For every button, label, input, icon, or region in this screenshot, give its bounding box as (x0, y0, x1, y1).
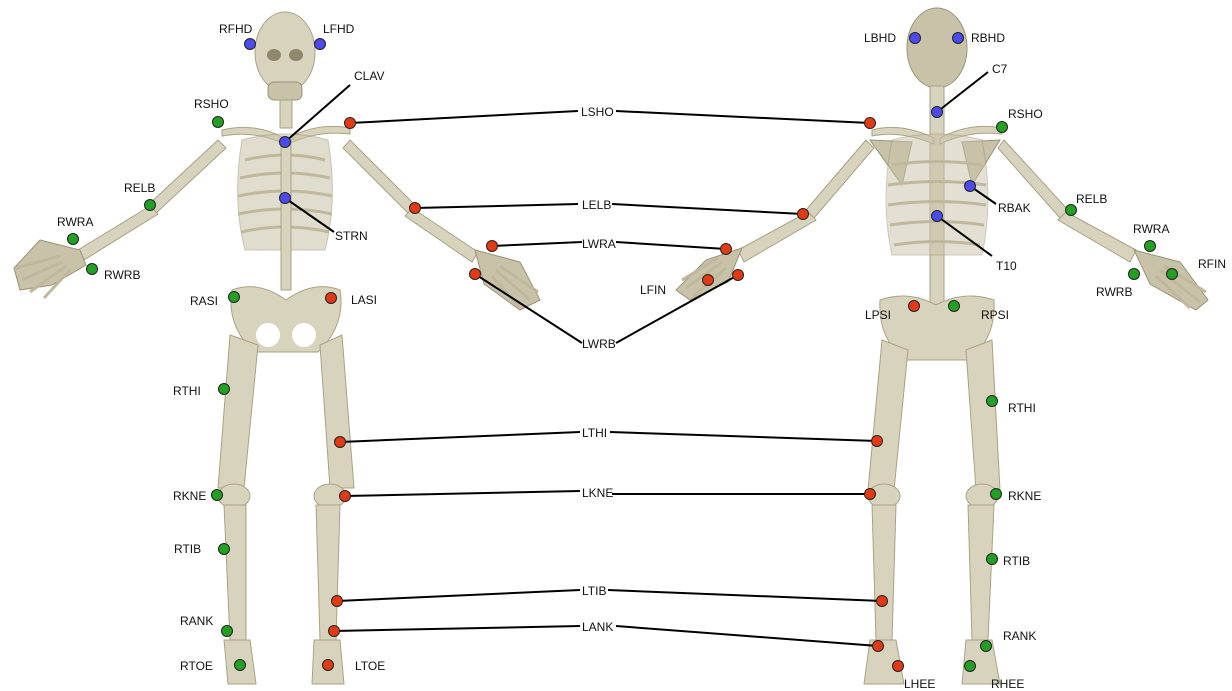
marker-RELB-back (1066, 205, 1077, 216)
label-RPSI: RPSI (981, 308, 1009, 322)
marker-LANK-back (873, 641, 884, 652)
marker-RWRB-back (1129, 269, 1140, 280)
label-LHEE: LHEE (904, 677, 935, 691)
label-T10: T10 (996, 259, 1017, 273)
marker-RANK-back (981, 641, 992, 652)
marker-STRN (280, 193, 291, 204)
label-LSHO: LSHO (581, 105, 614, 119)
marker-RASI (229, 292, 240, 303)
label-RSHO: RSHO (194, 97, 229, 111)
marker-LPSI (909, 301, 920, 312)
marker-RFIN (1167, 269, 1178, 280)
label-LPSI: LPSI (865, 308, 891, 322)
label-LANK: LANK (582, 620, 613, 634)
marker-RHEE (965, 661, 976, 672)
label-RWRB: RWRB (104, 268, 140, 282)
label-RTIB-back: RTIB (1003, 554, 1030, 568)
marker-LHEE (893, 661, 904, 672)
marker-LTHI-back (872, 436, 883, 447)
marker-CLAV (280, 137, 291, 148)
label-RKNE-back: RKNE (1008, 489, 1041, 503)
marker-T10 (932, 211, 943, 222)
label-LTIB: LTIB (582, 584, 606, 598)
label-RHEE: RHEE (991, 677, 1024, 691)
label-RFIN: RFIN (1198, 257, 1226, 271)
marker-C7 (932, 107, 943, 118)
marker-LTHI (335, 437, 346, 448)
label-RELB: RELB (124, 181, 155, 195)
label-RWRA: RWRA (57, 215, 93, 229)
label-RBHD: RBHD (971, 31, 1005, 45)
marker-LTOE (323, 660, 334, 671)
marker-RWRB (87, 264, 98, 275)
label-LFIN: LFIN (640, 283, 666, 297)
label-RTIB: RTIB (174, 542, 201, 556)
marker-RANK (222, 626, 233, 637)
marker-LWRA-back (721, 244, 732, 255)
label-RWRB-back: RWRB (1096, 285, 1132, 299)
label-RBAK: RBAK (998, 201, 1031, 215)
marker-RSHO (213, 117, 224, 128)
label-RANK-back: RANK (1003, 629, 1036, 643)
label-RWRA-back: RWRA (1133, 222, 1169, 236)
marker-RTOE (235, 660, 246, 671)
marker-RWRA (68, 234, 79, 245)
label-C7: C7 (992, 62, 1008, 76)
marker-LSHO (345, 118, 356, 129)
marker-RWRA-back (1145, 241, 1156, 252)
label-LKNE: LKNE (582, 486, 613, 500)
marker-LTIB-back (877, 596, 888, 607)
marker-RTHI (219, 384, 230, 395)
marker-RKNE (212, 490, 223, 501)
front-skeleton (14, 12, 540, 684)
marker-LKNE (340, 491, 351, 502)
marker-LKNE-back (865, 489, 876, 500)
marker-RTIB (219, 544, 230, 555)
marker-RELB (145, 200, 156, 211)
marker-LTIB (332, 596, 343, 607)
front-markers (68, 39, 498, 671)
marker-LASI (326, 293, 337, 304)
marker-LWRA (487, 241, 498, 252)
marker-LWRB-back (733, 270, 744, 281)
label-LASI: LASI (351, 293, 377, 307)
label-LTOE: LTOE (355, 659, 385, 673)
marker-RBHD (953, 33, 964, 44)
label-LBHD: LBHD (864, 31, 896, 45)
label-RASI: RASI (190, 294, 218, 308)
label-LWRA: LWRA (582, 237, 616, 251)
marker-RTHI-back (987, 396, 998, 407)
marker-LELB-back (798, 209, 809, 220)
label-LTHI: LTHI (582, 426, 607, 440)
marker-LANK (329, 626, 340, 637)
label-RSHO-back: RSHO (1008, 107, 1043, 121)
marker-RPSI (949, 301, 960, 312)
label-RTHI: RTHI (173, 384, 201, 398)
marker-LFHD (315, 39, 326, 50)
marker-LFIN (703, 275, 714, 286)
label-RELB-back: RELB (1076, 192, 1107, 206)
marker-LBHD (910, 33, 921, 44)
label-RFHD: RFHD (219, 22, 253, 36)
marker-LELB (410, 203, 421, 214)
label-LWRB: LWRB (582, 337, 616, 351)
marker-LWRB (470, 269, 481, 280)
label-STRN: STRN (335, 229, 368, 243)
label-RTOE: RTOE (180, 659, 213, 673)
label-LELB: LELB (582, 198, 611, 212)
label-RTHI-back: RTHI (1008, 401, 1036, 415)
marker-RFHD (245, 39, 256, 50)
label-RANK: RANK (180, 614, 213, 628)
label-CLAV: CLAV (354, 69, 384, 83)
label-RKNE: RKNE (173, 489, 206, 503)
marker-RBAK (965, 181, 976, 192)
marker-LSHO-back (865, 118, 876, 129)
marker-RKNE-back (991, 489, 1002, 500)
marker-RTIB-back (987, 554, 998, 565)
shared-labels: LSHO LELB LWRA LWRB LTHI LKNE LTIB LANK (581, 105, 616, 634)
marker-RSHO-back (997, 122, 1008, 133)
label-LFHD: LFHD (323, 22, 355, 36)
